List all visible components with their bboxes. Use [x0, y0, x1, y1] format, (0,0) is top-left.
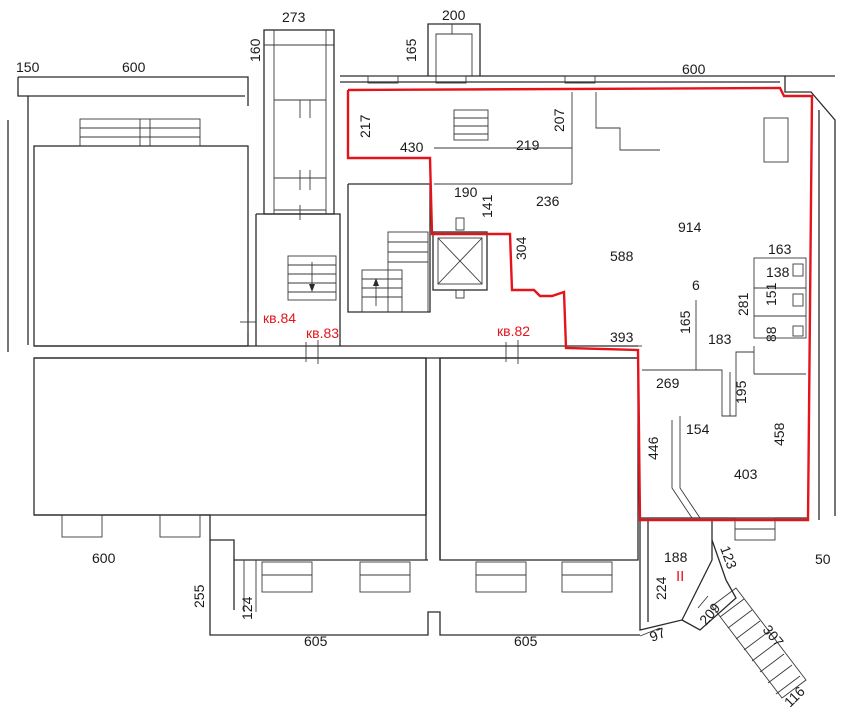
dim-605-right: 605 [514, 633, 538, 649]
dim-430: 430 [400, 139, 424, 155]
dim-123: 123 [717, 544, 740, 572]
entrance-mark-II: II [676, 568, 684, 585]
dim-154: 154 [686, 421, 710, 437]
apartment-labels: кв.84 кв.83 кв.82 II [263, 310, 684, 585]
dim-6: 6 [692, 277, 700, 293]
dim-269: 269 [656, 375, 680, 391]
apartment-boundary [346, 86, 814, 522]
dim-281: 281 [735, 292, 751, 316]
building-walls [7, 23, 836, 699]
dim-209: 209 [696, 600, 723, 628]
dim-600-top-left: 600 [122, 59, 146, 75]
dim-458: 458 [771, 422, 787, 446]
dim-163: 163 [768, 241, 792, 257]
dim-183: 183 [708, 331, 732, 347]
dimension-labels: 150 600 160 273 165 200 600 217 430 207 … [16, 7, 831, 710]
dim-307: 307 [760, 622, 787, 650]
dim-588: 588 [610, 248, 634, 264]
dim-217: 217 [357, 114, 373, 138]
dim-273: 273 [282, 9, 306, 25]
dim-446: 446 [645, 436, 661, 460]
dim-88: 88 [763, 326, 779, 342]
dim-165-top: 165 [403, 38, 419, 62]
dim-124: 124 [239, 596, 255, 620]
apartment-label-82: кв.82 [497, 323, 530, 339]
dim-50: 50 [815, 551, 831, 567]
dim-605-left: 605 [304, 633, 328, 649]
dim-200: 200 [442, 7, 466, 23]
dim-188: 188 [664, 549, 688, 565]
dim-165-mid: 165 [677, 310, 693, 334]
dim-403: 403 [734, 466, 758, 482]
apartment-label-83: кв.83 [306, 325, 339, 341]
dim-304: 304 [513, 236, 529, 260]
dim-219: 219 [516, 137, 540, 153]
dim-138: 138 [766, 264, 790, 280]
dim-224: 224 [653, 576, 669, 600]
dim-141: 141 [479, 194, 495, 218]
dim-255: 255 [191, 584, 207, 608]
dim-190: 190 [454, 184, 478, 200]
dim-151: 151 [763, 282, 779, 306]
dim-195: 195 [733, 380, 749, 404]
apartment-label-84: кв.84 [263, 310, 296, 326]
dim-97: 97 [647, 624, 668, 645]
dim-150: 150 [16, 59, 40, 75]
dim-914: 914 [678, 219, 702, 235]
dim-207: 207 [551, 108, 567, 132]
dim-600-top-right: 600 [682, 61, 706, 77]
dim-600-bottom-left: 600 [92, 550, 116, 566]
dim-160: 160 [247, 38, 263, 62]
dim-393: 393 [610, 329, 634, 345]
dim-236: 236 [536, 193, 560, 209]
